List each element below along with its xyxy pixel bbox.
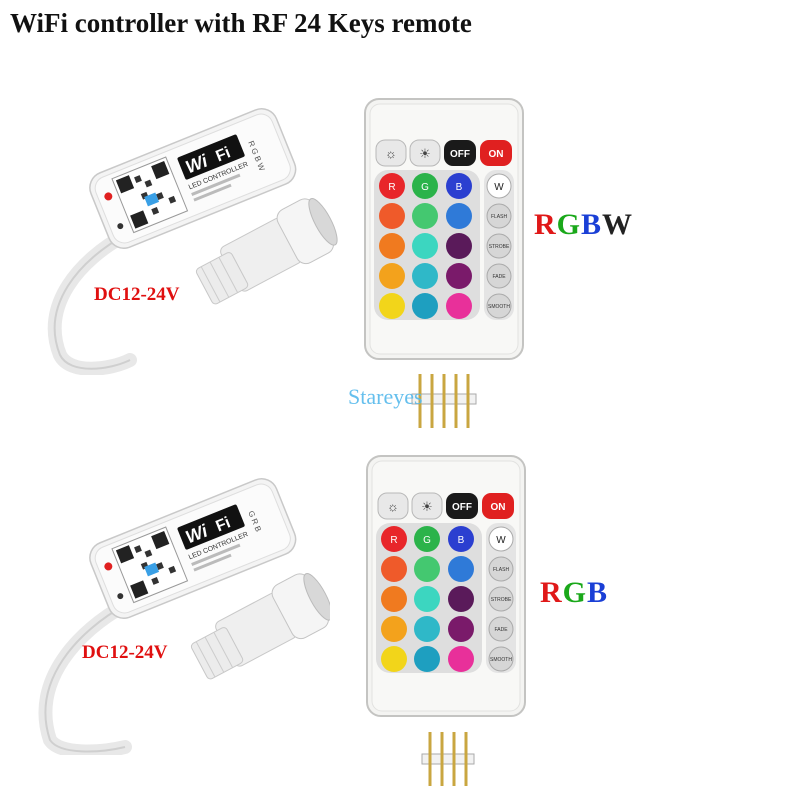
r-key: R — [390, 535, 397, 546]
smooth-key: SMOOTH — [488, 304, 510, 310]
mode-letter: B — [581, 208, 603, 241]
off-key: OFF — [450, 149, 470, 160]
brightness-down-key: ☼ — [385, 146, 397, 161]
w-key: W — [494, 182, 504, 193]
voltage-label: DC12-24V — [82, 642, 168, 663]
smooth-key: SMOOTH — [490, 657, 512, 663]
mode-label-rgb: RGB — [540, 576, 608, 610]
controller-logo-fi: Fi — [213, 144, 233, 165]
strobe-key: STROBE — [489, 244, 510, 250]
brightness-down-key: ☼ — [387, 499, 399, 514]
r-key: R — [388, 182, 395, 193]
page-title: WiFi controller with RF 24 Keys remote — [10, 8, 472, 38]
brightness-up-key: ☀ — [421, 499, 433, 514]
on-key: ON — [491, 502, 506, 513]
five-pin-connector-image — [411, 374, 477, 428]
remote-color-grid: R G B — [374, 170, 480, 320]
mode-letter: G — [562, 576, 588, 609]
remote-top-row: ☼ ☀ OFF ON — [377, 492, 514, 520]
mode-letter: G — [556, 208, 582, 241]
watermark-text: Stareyes — [348, 384, 423, 409]
on-key: ON — [489, 149, 504, 160]
w-key: W — [496, 535, 506, 546]
off-key: OFF — [452, 502, 472, 513]
remote-function-column: W FLASH STROBE FADE SMOOTH — [486, 523, 516, 673]
four-pin-connector-image — [421, 732, 475, 786]
mode-letter: W — [602, 208, 634, 241]
g-key: G — [423, 535, 431, 546]
mode-label-rgbw: RGBW — [534, 208, 633, 242]
mode-letter: B — [587, 576, 609, 609]
remote-color-grid: R G B — [376, 523, 482, 673]
wifi-controller-image: Wi Fi LED CONTROLLER R G B W — [47, 108, 338, 375]
rf-remote-image: ☼ ☀ OFF ON R G B W FLASH STROBE — [366, 455, 526, 717]
mode-letter: R — [540, 576, 563, 609]
b-key: B — [456, 182, 463, 193]
b-key: B — [458, 535, 465, 546]
remote-top-row: ☼ ☀ OFF ON — [375, 139, 512, 167]
mode-letter: R — [534, 208, 557, 241]
voltage-label: DC12-24V — [94, 284, 180, 305]
flash-key: FLASH — [491, 214, 508, 220]
strobe-key: STROBE — [491, 597, 512, 603]
controller-logo-fi: Fi — [213, 514, 233, 535]
rf-remote-image: ☼ ☀ OFF ON R G B W FLASH STR — [364, 98, 524, 360]
brightness-up-key: ☀ — [419, 146, 431, 161]
remote-function-column: W FLASH STROBE FADE SMOOTH — [484, 170, 514, 320]
fade-key: FADE — [492, 274, 506, 280]
fade-key: FADE — [494, 627, 508, 633]
wifi-controller-image: Wi Fi LED CONTROLLER G R B — [38, 478, 330, 755]
g-key: G — [421, 182, 429, 193]
flash-key: FLASH — [493, 567, 510, 573]
